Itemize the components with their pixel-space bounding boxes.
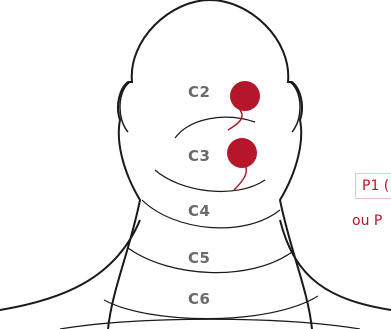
contour-base <box>60 319 360 329</box>
electrode-wire-upper <box>228 110 242 130</box>
electrode-pad-upper <box>230 81 260 111</box>
left-shoulder <box>0 220 140 310</box>
vertebra-label-c5: C5 <box>188 249 210 267</box>
vertebra-label-c3: C3 <box>188 147 210 165</box>
contour-c6-c7 <box>104 296 318 319</box>
vertebra-label-c6: C6 <box>188 290 210 308</box>
placement-legend-line1: P1 ( <box>355 173 391 199</box>
contour-c3-c4 <box>155 170 265 191</box>
electrode-pad-lower <box>227 138 257 168</box>
vertebra-label-c2: C2 <box>188 83 210 101</box>
contour-c2-c3 <box>175 117 255 138</box>
contour-c4-c5 <box>142 200 280 228</box>
vertebra-label-c4: C4 <box>188 202 210 220</box>
placement-legend-line2: ou P <box>352 211 382 231</box>
